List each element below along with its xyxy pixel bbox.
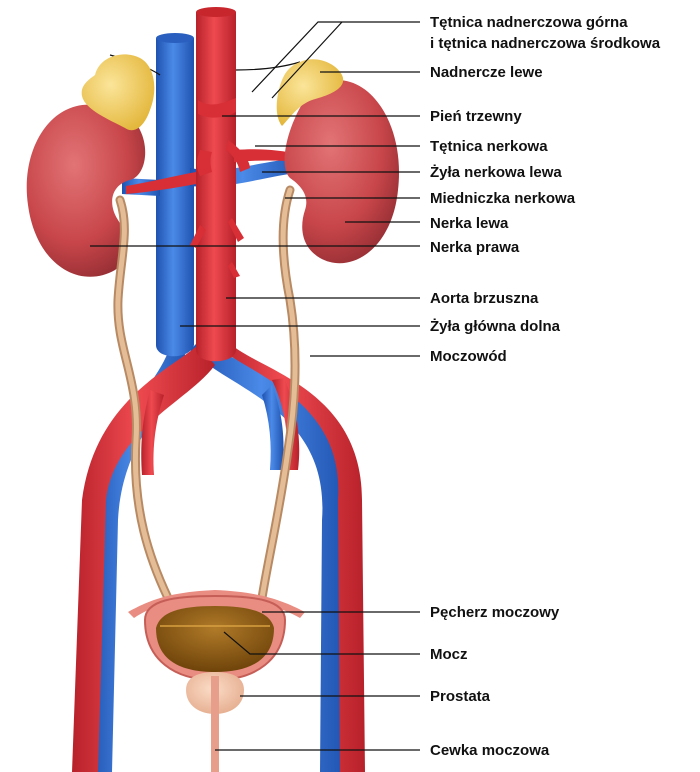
label-left-renal-vein: Żyła nerkowa lewa [430, 164, 562, 181]
urine [156, 606, 274, 672]
label-abdominal-aorta: Aorta brzuszna [430, 290, 539, 307]
label-adrenal-arteries-line1: Tętnica nadnerczowa górna [430, 14, 628, 31]
label-celiac-trunk: Pień trzewny [430, 108, 522, 125]
ureters [113, 185, 300, 603]
abdominal-aorta [109, 7, 301, 362]
label-urine: Mocz [430, 646, 468, 663]
label-renal-artery: Tętnica nerkowa [430, 138, 548, 155]
urethra [211, 676, 219, 772]
label-ureter: Moczowód [430, 348, 507, 365]
inferior-vena-cava [156, 33, 194, 357]
label-left-adrenal: Nadnercze lewe [430, 64, 543, 81]
left-renal-artery [234, 149, 300, 162]
right-adrenal-gland [81, 54, 155, 131]
labels: Tętnica nadnerczowa górna i tętnica nadn… [430, 14, 661, 759]
label-bladder: Pęcherz moczowy [430, 604, 560, 621]
left-adrenal-gland [276, 59, 344, 127]
label-right-kidney: Nerka prawa [430, 239, 520, 256]
leader-lines [90, 21, 420, 751]
label-left-kidney: Nerka lewa [430, 215, 509, 232]
label-urethra: Cewka moczowa [430, 742, 550, 759]
right-kidney [26, 104, 146, 277]
label-inferior-vena-cava: Żyła główna dolna [430, 318, 561, 335]
label-adrenal-arteries-line2: i tętnica nadnerczowa środkowa [430, 35, 661, 52]
label-prostate: Prostata [430, 688, 491, 705]
urinary-bladder [128, 590, 305, 682]
label-renal-pelvis: Miedniczka nerkowa [430, 190, 576, 207]
right-renal-artery [126, 172, 196, 194]
